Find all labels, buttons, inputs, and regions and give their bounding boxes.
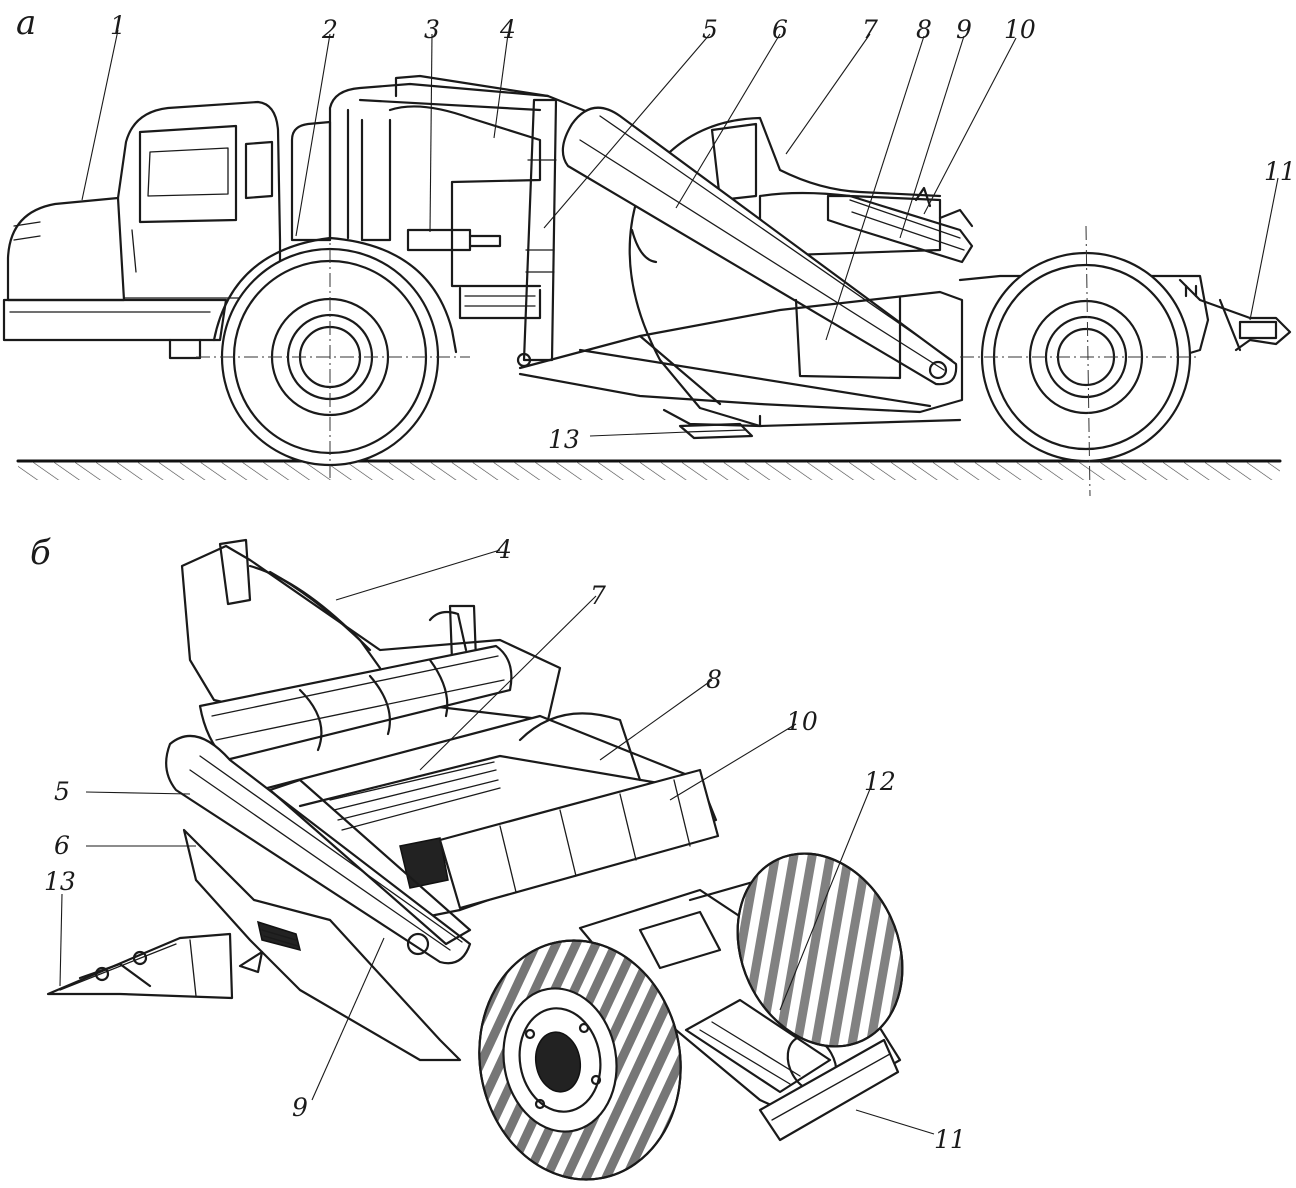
rear-tire-right-b	[736, 852, 904, 1048]
cutting-blades-13	[678, 422, 754, 440]
callout-4: 4	[499, 15, 516, 44]
callout-7: 7	[862, 15, 878, 44]
bumper-11	[758, 1038, 900, 1142]
callouts-side-view: 1 2 3 4 5 6 7 8 9 10 11 13	[81, 11, 1296, 454]
panel-label-b: б	[30, 533, 51, 573]
callout-b-4: 4	[495, 535, 512, 564]
gooseneck-frame	[328, 74, 590, 320]
front-tire-b	[478, 939, 682, 1181]
cab-door	[138, 124, 238, 224]
rear-wheel	[960, 225, 1200, 497]
callout-5: 5	[702, 15, 718, 44]
callout-11: 11	[1264, 157, 1296, 186]
callouts-perspective-view: 4 7 8 10 12 5 6 13 9 11	[44, 535, 966, 1154]
side-arm-b	[165, 734, 472, 965]
callout-b-6: 6	[54, 831, 70, 860]
callout-2: 2	[321, 15, 338, 44]
callout-b-8: 8	[706, 665, 722, 694]
front-wheel	[196, 225, 470, 478]
blade-detail-13	[46, 932, 264, 1000]
panel-label-a: а	[16, 3, 36, 43]
ejector-wall-10	[438, 768, 720, 910]
callout-10: 10	[1004, 15, 1036, 44]
callout-b-5: 5	[54, 777, 70, 806]
apron-b	[182, 828, 462, 1062]
callout-b-7: 7	[590, 581, 606, 610]
ground-line	[16, 459, 1282, 480]
callout-9: 9	[956, 15, 972, 44]
perspective-view: б	[30, 533, 966, 1181]
rear-chassis	[958, 274, 1292, 358]
ejector-cylinder-9	[826, 186, 974, 264]
callout-13: 13	[548, 425, 580, 454]
cross-tube-b	[198, 644, 513, 762]
callout-b-11: 11	[934, 1125, 966, 1154]
push-arm-6	[561, 106, 958, 386]
callout-b-9: 9	[292, 1093, 308, 1122]
scraper-lower-frame	[518, 290, 964, 428]
callout-8: 8	[916, 15, 932, 44]
callout-b-13: 13	[44, 867, 76, 896]
callout-b-12: 12	[864, 767, 896, 796]
callout-6: 6	[772, 15, 788, 44]
callout-b-10: 10	[786, 707, 818, 736]
side-view: а	[2, 3, 1296, 497]
callout-3: 3	[424, 15, 440, 44]
cylinder-3	[406, 228, 472, 252]
callout-1: 1	[110, 11, 126, 40]
